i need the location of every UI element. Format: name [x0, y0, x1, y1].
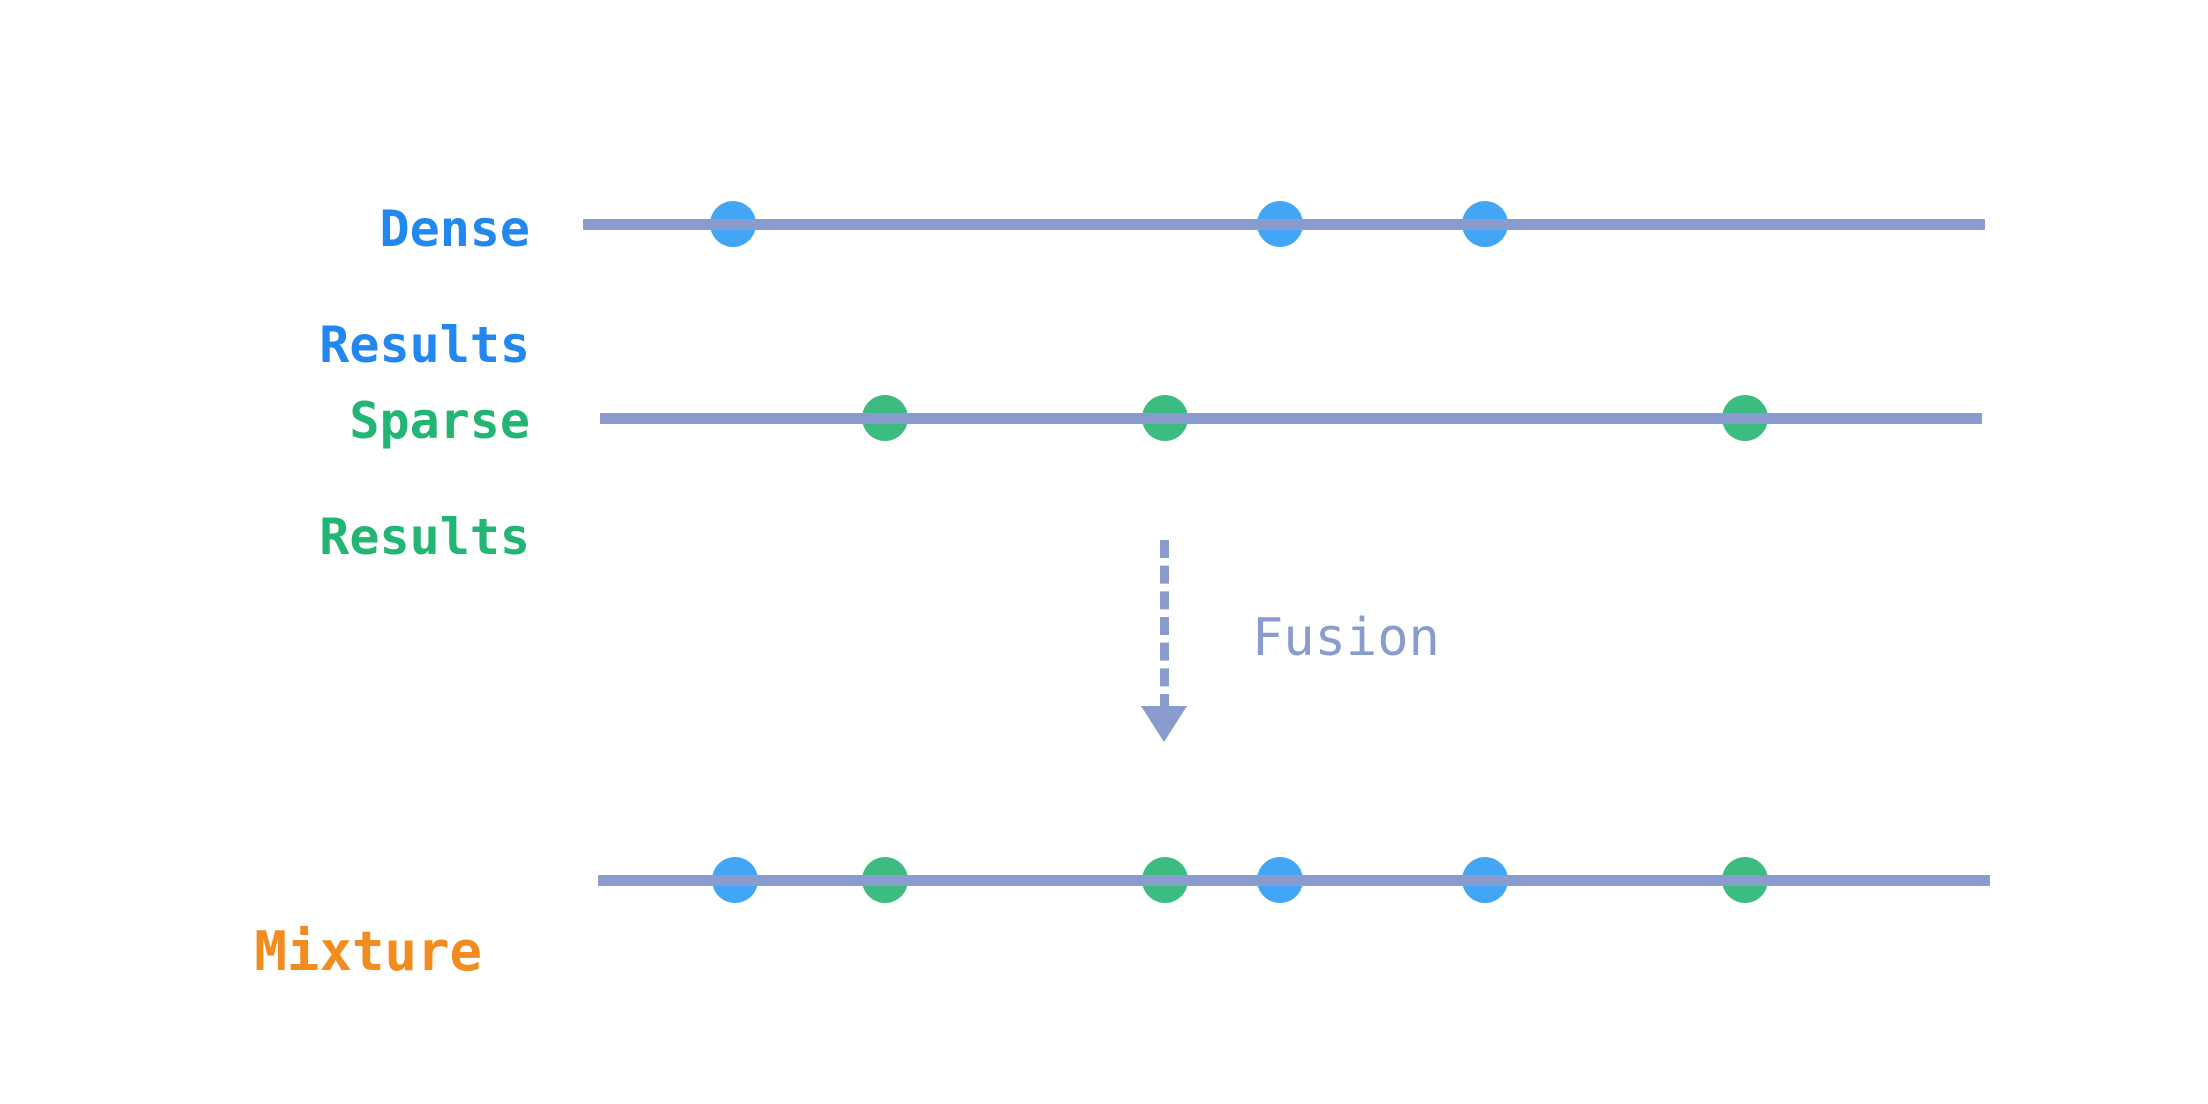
mixture-track-line: [598, 875, 1990, 886]
dense-results-track-line: [583, 219, 1985, 230]
dense-results-label-line1: Dense: [379, 200, 530, 258]
arrow-down-head-icon: [1141, 706, 1187, 742]
sparse-results-label-line2: Results: [319, 508, 530, 566]
fusion-label: Fusion: [1252, 608, 1440, 668]
sparse-results-label-line1: Sparse: [349, 392, 530, 450]
mixture-label-line1: Mixture: [254, 919, 482, 983]
mixture-label: Mixture: [254, 858, 482, 1046]
dashed-arrow-shaft-icon: [1160, 540, 1169, 712]
dense-results-label: Dense Results: [319, 142, 530, 432]
sparse-results-label: Sparse Results: [319, 334, 530, 624]
sparse-results-track-line: [600, 413, 1982, 424]
dense-results-label-line2: Results: [319, 316, 530, 374]
